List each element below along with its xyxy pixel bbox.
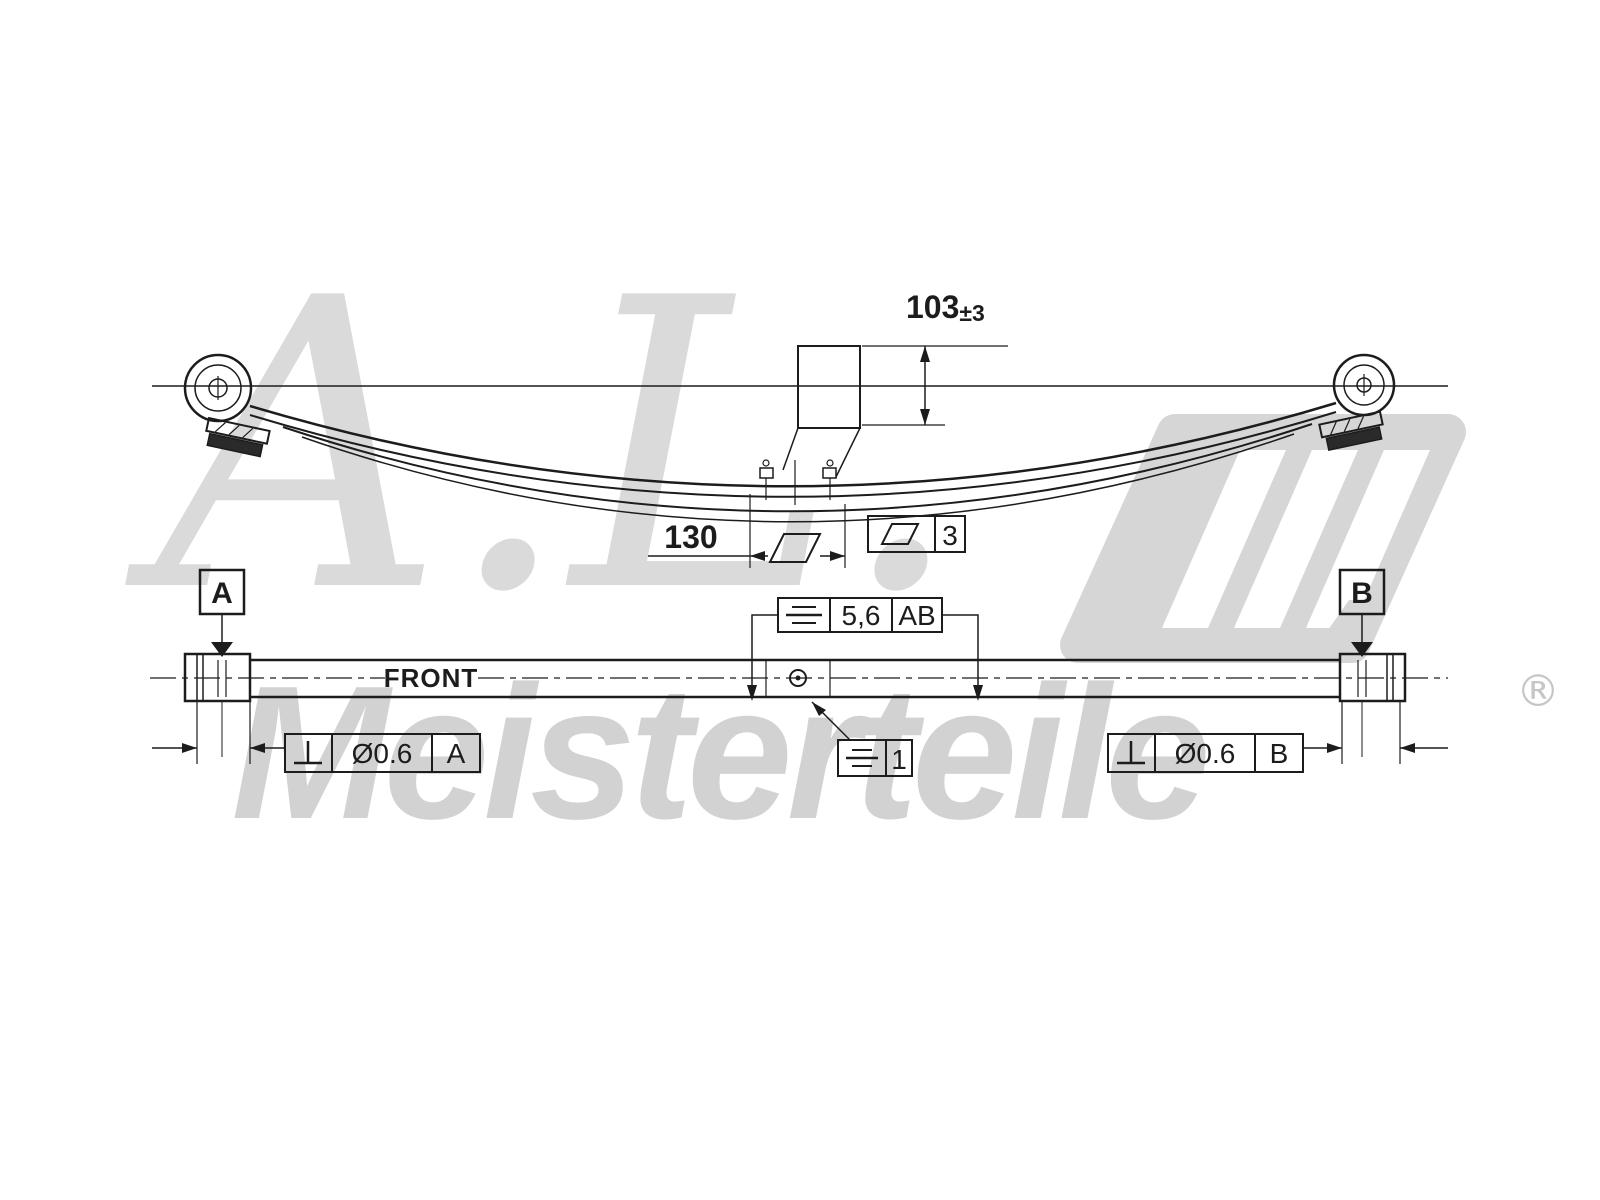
right-clamp (1318, 410, 1384, 452)
datum-a-label: A (211, 577, 233, 610)
center-bolt-detail (759, 459, 837, 505)
watermark-script-initials: A.L. (124, 215, 964, 680)
center-hole-detail (765, 660, 831, 697)
leaf-spring-curves (249, 401, 1337, 523)
symmetry-upper-value-label: 5,6 (842, 600, 881, 631)
datum-b-label: B (1351, 577, 1373, 610)
front-label: FRONT (384, 663, 479, 693)
height-dimension-label: 103±3 (906, 289, 985, 326)
length-dimension (648, 494, 846, 568)
flatness-symbol-icon (880, 523, 920, 545)
brand-logo-icon (1060, 414, 1466, 663)
perp-right-value-label: Ø0.6 (1175, 738, 1236, 769)
perpendicularity-frame-right (1107, 701, 1448, 773)
height-dimension (862, 345, 1008, 426)
symmetry-lower-value-label: 1 (891, 744, 907, 775)
left-clamp (205, 416, 271, 458)
flatness-zone-icon (768, 533, 822, 563)
center-seat-box (782, 345, 861, 478)
left-spring-eye (183, 353, 253, 423)
length-dimension-label: 130 (664, 519, 717, 555)
datum-b (1338, 568, 1386, 657)
symmetry-upper-datums-label: AB (898, 600, 935, 631)
symmetry-frame-upper (747, 597, 983, 701)
side-view (152, 345, 1448, 568)
perp-left-value-label: Ø0.6 (352, 738, 413, 769)
watermark: A.L. Meisterteile ® (124, 215, 1560, 859)
datum-triangle-icon (1351, 642, 1373, 657)
perp-left-datum-label: A (447, 738, 466, 769)
flatness-frame (867, 515, 966, 553)
plan-view (150, 568, 1448, 777)
symmetry-frame-lower (811, 701, 913, 777)
perpendicularity-symbol-icon (294, 741, 322, 765)
perp-right-datum-label: B (1270, 738, 1289, 769)
perpendicularity-frame-left (152, 701, 481, 773)
datum-a (198, 568, 246, 657)
datum-triangle-icon (211, 642, 233, 657)
symmetry-symbol-icon (846, 749, 878, 767)
perpendicularity-symbol-icon (1117, 741, 1145, 765)
watermark-brand-name: Meisterteile (231, 647, 1206, 859)
registered-trademark-icon: ® (1516, 666, 1560, 717)
flatness-value-label: 3 (942, 520, 958, 551)
symmetry-symbol-icon (786, 606, 822, 624)
right-spring-eye (1332, 353, 1396, 417)
